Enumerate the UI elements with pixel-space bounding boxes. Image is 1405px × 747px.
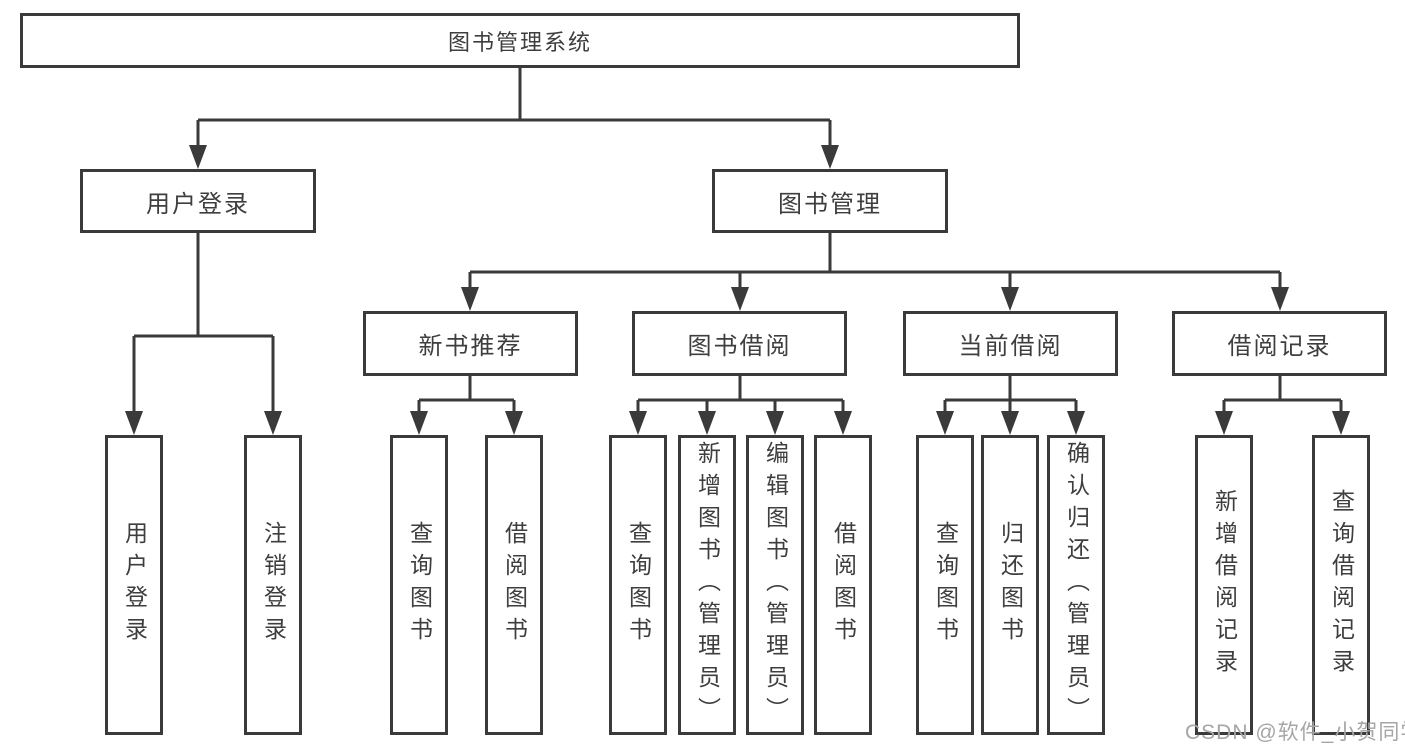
node-label: 新书推荐 xyxy=(418,333,523,360)
leaf-query-books-borrow: 查询图书 xyxy=(609,435,667,735)
node-label: 借阅图书 xyxy=(830,521,857,649)
node-label: 确认归还（管理员） xyxy=(1063,441,1090,729)
leaf-add-borrow-record: 新增借阅记录 xyxy=(1195,435,1253,735)
node-book-borrow: 图书借阅 xyxy=(632,311,847,376)
node-label: 查询图书 xyxy=(406,521,433,649)
node-label: 归还图书 xyxy=(997,521,1024,649)
node-label: 编辑图书（管理员） xyxy=(762,441,789,729)
leaf-confirm-return-admin: 确认归还（管理员） xyxy=(1047,435,1105,735)
node-label: 查询图书 xyxy=(625,521,652,649)
node-label: 当前借阅 xyxy=(958,333,1063,360)
node-label: 注销登录 xyxy=(260,521,287,649)
node-label: 用户登录 xyxy=(121,521,148,649)
csdn-watermark: CSDN @软件_小贺同学 xyxy=(1185,721,1405,744)
node-label: 新增图书（管理员） xyxy=(694,441,721,729)
node-label: 新增借阅记录 xyxy=(1211,489,1238,681)
leaf-add-book-admin: 新增图书（管理员） xyxy=(678,435,736,735)
node-label: 图书管理 xyxy=(778,190,882,218)
node-label: 借阅图书 xyxy=(501,521,528,649)
node-current-borrow: 当前借阅 xyxy=(903,311,1118,376)
leaf-edit-book-admin: 编辑图书（管理员） xyxy=(746,435,804,735)
leaf-query-borrow-record: 查询借阅记录 xyxy=(1312,435,1370,735)
node-label: 查询图书 xyxy=(932,521,959,649)
leaf-query-books-current: 查询图书 xyxy=(916,435,974,735)
node-user-login: 用户登录 xyxy=(80,169,316,233)
arrowhead-icons xyxy=(125,145,1350,435)
node-root-label: 图书管理系统 xyxy=(447,29,592,55)
leaf-borrow-books-recommend: 借阅图书 xyxy=(485,435,543,735)
node-root: 图书管理系统 xyxy=(20,13,1020,68)
leaf-user-login: 用户登录 xyxy=(105,435,163,735)
node-label: 用户登录 xyxy=(146,190,250,218)
node-label: 借阅记录 xyxy=(1227,333,1332,360)
leaf-logout: 注销登录 xyxy=(244,435,302,735)
node-label: 图书借阅 xyxy=(687,333,792,360)
node-new-book-recommend: 新书推荐 xyxy=(363,311,578,376)
leaf-query-books-recommend: 查询图书 xyxy=(390,435,448,735)
leaf-borrow-books: 借阅图书 xyxy=(814,435,872,735)
node-book-management: 图书管理 xyxy=(712,169,948,233)
node-label: 查询借阅记录 xyxy=(1328,489,1355,681)
leaf-return-book: 归还图书 xyxy=(981,435,1039,735)
node-borrow-records: 借阅记录 xyxy=(1172,311,1387,376)
